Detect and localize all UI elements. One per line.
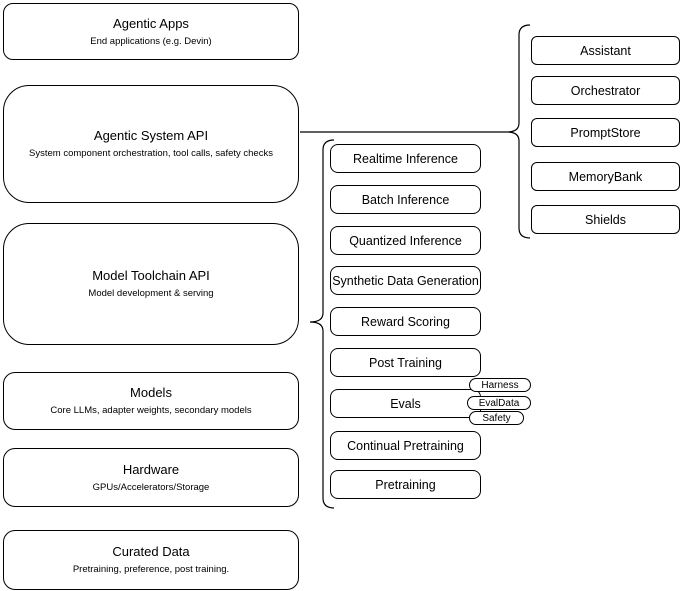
- node-shields: Shields: [531, 205, 680, 234]
- node-title: Curated Data: [112, 544, 190, 559]
- node-subtitle: GPUs/Accelerators/Storage: [92, 481, 210, 493]
- node-curated-data: Curated Data Pretraining, preference, po…: [3, 530, 299, 590]
- node-label: Post Training: [369, 355, 442, 370]
- node-label: Shields: [585, 212, 626, 227]
- node-promptstore: PromptStore: [531, 118, 680, 147]
- node-model-toolchain-api: Model Toolchain API Model development & …: [3, 223, 299, 345]
- node-quantized-inference: Quantized Inference: [330, 226, 481, 255]
- node-label: Evals: [390, 396, 421, 411]
- node-post-training: Post Training: [330, 348, 481, 377]
- node-label: Quantized Inference: [349, 233, 462, 248]
- node-assistant: Assistant: [531, 36, 680, 65]
- node-label: Realtime Inference: [353, 151, 458, 166]
- node-batch-inference: Batch Inference: [330, 185, 481, 214]
- node-synthetic-data-generation: Synthetic Data Generation: [330, 266, 481, 295]
- node-realtime-inference: Realtime Inference: [330, 144, 481, 173]
- node-continual-pretraining: Continual Pretraining: [330, 431, 481, 460]
- pill-label: Safety: [482, 412, 511, 424]
- pill-label: EvalData: [478, 397, 520, 409]
- node-title: Models: [130, 385, 172, 400]
- node-subtitle: System component orchestration, tool cal…: [29, 148, 273, 159]
- node-title: Agentic Apps: [113, 15, 189, 31]
- node-label: Pretraining: [375, 477, 436, 492]
- pill-label: Harness: [481, 379, 519, 391]
- node-label: Assistant: [580, 43, 631, 58]
- node-agentic-system-api: Agentic System API System component orch…: [3, 85, 299, 203]
- node-label: Batch Inference: [361, 192, 450, 207]
- node-orchestrator: Orchestrator: [531, 76, 680, 105]
- node-label: Reward Scoring: [361, 314, 450, 329]
- node-hardware: Hardware GPUs/Accelerators/Storage: [3, 448, 299, 507]
- node-subtitle: End applications (e.g. Devin): [90, 35, 212, 47]
- pill-safety: Safety: [469, 411, 524, 425]
- components-bracket: [506, 24, 531, 239]
- node-title: Agentic System API: [93, 128, 209, 143]
- node-label: Orchestrator: [570, 83, 641, 98]
- pill-evaldata: EvalData: [467, 396, 531, 410]
- node-label: PromptStore: [570, 125, 641, 140]
- node-title: Model Toolchain API: [92, 268, 210, 283]
- node-evals: Evals: [330, 389, 481, 418]
- node-label: MemoryBank: [568, 169, 643, 184]
- node-models: Models Core LLMs, adapter weights, secon…: [3, 372, 299, 430]
- node-title: Hardware: [122, 461, 180, 477]
- node-subtitle: Pretraining, preference, post training.: [72, 564, 230, 575]
- node-reward-scoring: Reward Scoring: [330, 307, 481, 336]
- node-label: Synthetic Data Generation: [332, 273, 479, 288]
- pill-harness: Harness: [469, 378, 531, 392]
- node-subtitle: Core LLMs, adapter weights, secondary mo…: [50, 405, 252, 416]
- node-label: Continual Pretraining: [347, 438, 464, 453]
- node-memorybank: MemoryBank: [531, 162, 680, 191]
- node-subtitle: Model development & serving: [88, 288, 214, 299]
- node-pretraining: Pretraining: [330, 470, 481, 499]
- node-agentic-apps: Agentic Apps End applications (e.g. Devi…: [3, 3, 299, 60]
